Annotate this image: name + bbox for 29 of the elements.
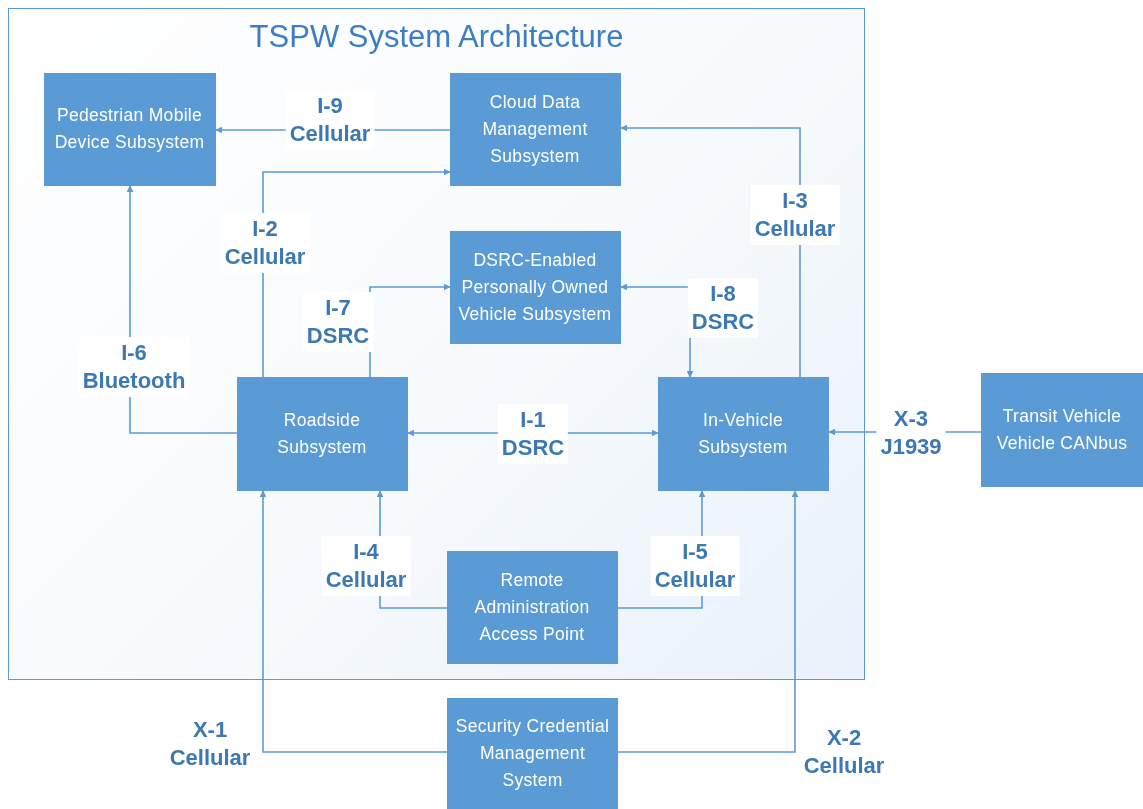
- boundary-label: TSPW System Architecture: [249, 19, 624, 55]
- connector-arrow: [617, 490, 799, 753]
- system-boundary: [8, 8, 865, 680]
- connector-arrow: [259, 490, 448, 753]
- box-label: Transit Vehicle Vehicle CANbus: [995, 405, 1129, 455]
- box-label: Security Credential Management System: [455, 715, 610, 792]
- edge-label: I-7 DSRC: [302, 292, 374, 352]
- edge-label: I-4 Cellular: [321, 536, 411, 596]
- subsystem-box: [447, 698, 618, 809]
- box-label: DSRC-Enabled Personally Owned Vehicle Subsystem: [457, 248, 613, 326]
- subsystem-box: [236, 376, 408, 491]
- edge-label: I-3 Cellular: [750, 185, 840, 245]
- subsystem-box: [446, 550, 618, 664]
- box-label: In-Vehicle Subsystem: [697, 408, 789, 459]
- box-label: Roadside Subsystem: [276, 408, 368, 459]
- edge-label: I-1 DSRC: [497, 404, 569, 464]
- edge-label: I-8 DSRC: [687, 278, 759, 338]
- box-label: Pedestrian Mobile Device Subsystem: [53, 104, 206, 154]
- box-label: Cloud Data Management Subsystem: [481, 90, 589, 168]
- edge-label: I-9 Cellular: [285, 90, 375, 150]
- subsystem-box: [449, 230, 621, 344]
- subsystem-box: [449, 72, 621, 186]
- edge-label: I-6 Bluetooth: [78, 337, 190, 397]
- edge-label: I-2 Cellular: [220, 213, 310, 273]
- box-label: Remote Administration Access Point: [473, 568, 591, 646]
- subsystem-box: [981, 373, 1143, 487]
- subsystem-box: [43, 72, 216, 186]
- subsystem-box: [657, 376, 829, 491]
- edge-label: I-5 Cellular: [650, 536, 740, 596]
